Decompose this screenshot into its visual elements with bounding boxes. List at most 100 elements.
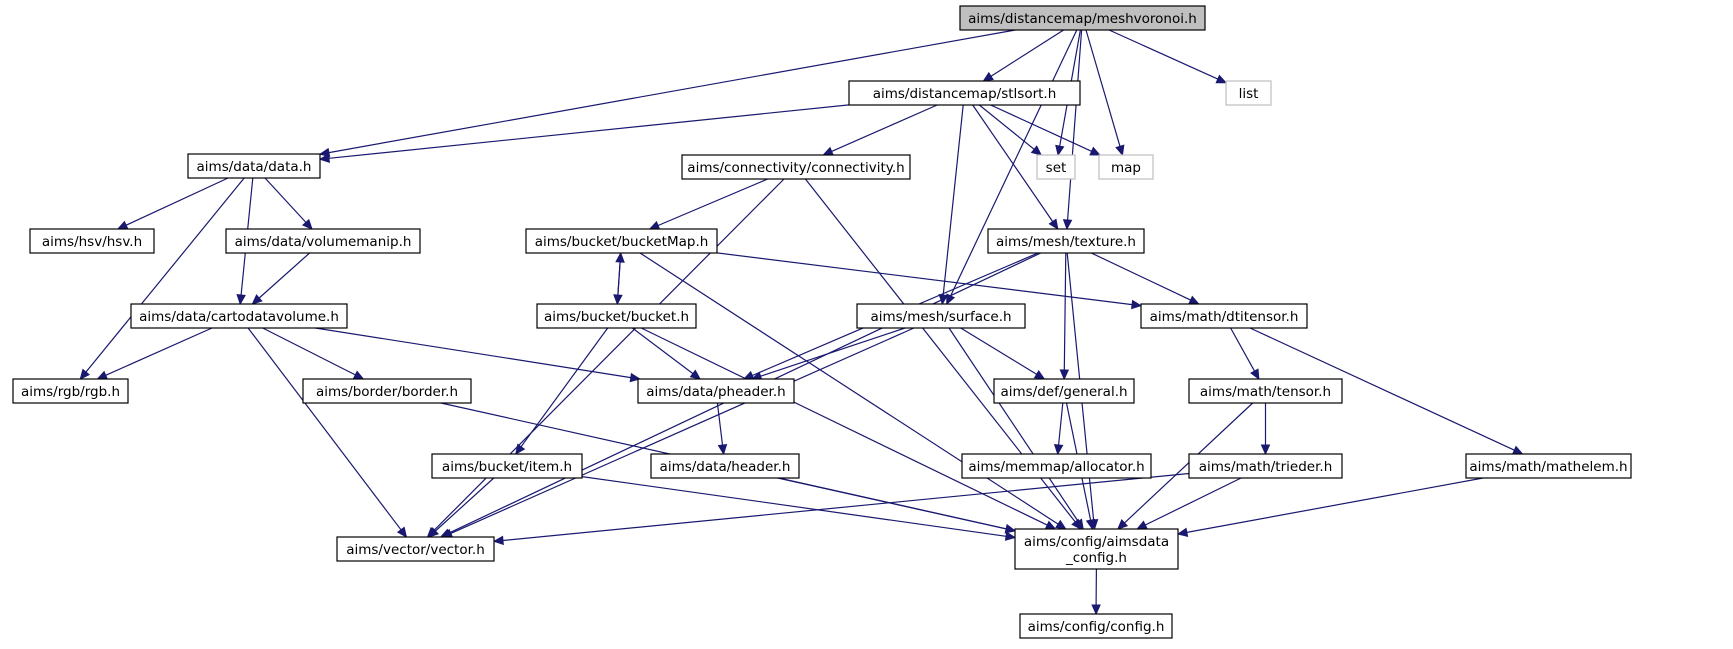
edge-stlsort-to-set [978,104,1043,156]
node-box [536,303,697,329]
edge-stlsort-to-surface [938,104,964,306]
node-label: aims/rgb/rgb.h [21,384,120,400]
node-label: aims/bucket/bucketMap.h [535,234,709,250]
node-box [1465,453,1632,479]
node-label: aims/hsv/hsv.h [42,234,142,250]
edge-aimsdata-to-config [1091,568,1101,616]
node-box [1019,613,1173,639]
edge-surface-to-pheader [750,327,906,381]
edge-bucket-to-pheader [632,327,702,380]
edge-cartodata-to-rgb [96,327,213,380]
edge-stlsort-to-map [990,104,1101,156]
node-box [856,303,1026,329]
node-box [1014,528,1179,570]
edge-connectivity-to-bucketmap [648,178,768,230]
node-box [29,228,155,254]
edge-general-to-allocator [1053,402,1064,456]
node-allocator[interactable]: aims/memmap/allocator.h [961,453,1152,479]
edge-bucketmap-to-aimsdata [639,252,1067,530]
edge-trieder-to-aimsdata [1136,477,1242,530]
node-box [987,228,1145,254]
node-trieder[interactable]: aims/math/trieder.h [1188,453,1343,479]
node-label: aims/border/border.h [316,384,458,400]
node-aimsdata[interactable]: aims/config/aimsdata_config.h [1014,528,1179,570]
edge-root-to-stlsort [982,29,1064,82]
edge-root-to-list [1108,29,1228,84]
node-root[interactable]: aims/distancemap/meshvoronoi.h [959,5,1206,31]
node-box [1188,453,1343,479]
node-datah[interactable]: aims/data/data.h [187,153,321,179]
node-general[interactable]: aims/def/general.h [993,378,1135,404]
edge-datah-to-volumemanip [264,177,313,230]
node-map: map [1098,154,1154,180]
node-dtitensor[interactable]: aims/math/dtitensor.h [1140,303,1308,329]
node-vector[interactable]: aims/vector/vector.h [336,536,495,562]
edge-bucketmap-to-dtitensor [716,252,1143,310]
node-stlsort[interactable]: aims/distancemap/stlsort.h [848,80,1081,106]
node-rgb[interactable]: aims/rgb/rgb.h [12,378,129,404]
node-box [130,303,348,329]
node-label: aims/connectivity/connectivity.h [687,160,904,176]
node-label: aims/def/general.h [1000,384,1127,400]
node-label: aims/mesh/surface.h [870,309,1011,325]
node-box [961,453,1152,479]
edge-texture-to-dtitensor [1091,252,1200,305]
node-box [336,536,495,562]
node-label: aims/config/config.h [1028,619,1165,635]
node-box [1188,378,1343,404]
edge-root-to-texture [1062,29,1083,231]
node-box [431,453,583,479]
node-bucket[interactable]: aims/bucket/bucket.h [536,303,697,329]
edge-cartodata-to-pheader [315,327,641,383]
node-label: set [1046,160,1067,176]
node-volumemanip[interactable]: aims/data/volumemanip.h [225,228,421,254]
node-label: aims/bucket/item.h [442,459,572,475]
node-label: aims/data/header.h [660,459,791,475]
node-config[interactable]: aims/config/config.h [1019,613,1173,639]
node-box [650,453,800,479]
node-texture[interactable]: aims/mesh/texture.h [987,228,1145,254]
edge-surface-to-aimsdata [948,327,1084,531]
node-mathelem[interactable]: aims/math/mathelem.h [1465,453,1632,479]
node-header[interactable]: aims/data/header.h [650,453,800,479]
node-label: aims/config/aimsdata [1024,534,1169,550]
node-hsv[interactable]: aims/hsv/hsv.h [29,228,155,254]
edge-dtitensor-to-tensor [1230,327,1260,381]
node-box [637,378,795,404]
edge-cartodata-to-vector [247,327,408,538]
node-tensor[interactable]: aims/math/tensor.h [1188,378,1343,404]
node-label: aims/math/tensor.h [1200,384,1331,400]
edge-bucket-to-item [515,327,609,455]
node-set: set [1036,154,1076,180]
node-box [848,80,1081,106]
node-label: aims/data/cartodatavolume.h [139,309,339,325]
node-label: aims/data/volumemanip.h [235,234,412,250]
node-label: _config.h [1065,550,1127,566]
node-connectivity[interactable]: aims/connectivity/connectivity.h [681,154,911,180]
node-label: aims/mesh/texture.h [996,234,1136,250]
node-border[interactable]: aims/border/border.h [302,378,472,404]
node-box [225,228,421,254]
node-surface[interactable]: aims/mesh/surface.h [856,303,1026,329]
node-bucketmap[interactable]: aims/bucket/bucketMap.h [525,228,718,254]
node-box [525,228,718,254]
node-box [959,5,1206,31]
edge-datah-to-rgb [79,177,245,380]
node-label: aims/distancemap/stlsort.h [873,86,1057,102]
node-pheader[interactable]: aims/data/pheader.h [637,378,795,404]
node-item[interactable]: aims/bucket/item.h [431,453,583,479]
node-box [302,378,472,404]
edge-item-to-vector [427,477,495,538]
edge-bucket-to-bucketmap [615,251,625,305]
edge-stlsort-to-texture [972,104,1059,231]
node-label: aims/data/pheader.h [646,384,785,400]
node-box [1098,154,1154,180]
edge-tensor-to-trieder [1260,403,1271,456]
edge-volumemanip-to-cartodata [251,252,310,305]
edge-root-to-map [1085,29,1125,157]
edge-trieder-to-vector [492,472,1190,546]
edge-stlsort-to-datah [318,104,850,164]
node-label: aims/distancemap/meshvoronoi.h [968,11,1197,27]
edge-datah-to-hsv [116,177,229,230]
node-cartodata[interactable]: aims/data/cartodatavolume.h [130,303,348,329]
